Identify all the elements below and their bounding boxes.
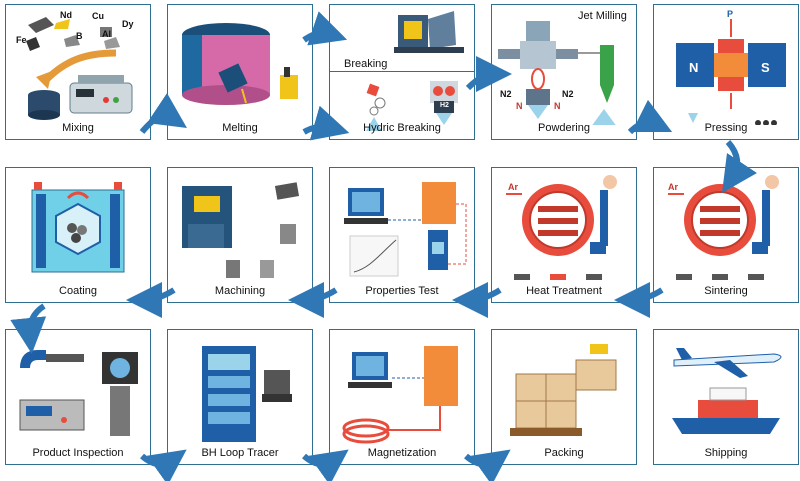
pour-arrow-icon: [43, 49, 117, 83]
element-fe: Fe: [16, 35, 27, 45]
airplane-icon: [673, 348, 782, 378]
argon-label: Ar: [508, 182, 519, 192]
step-label: Heat Treatment: [526, 285, 602, 297]
machining-illustration: [182, 182, 300, 278]
step-packing: Packing: [491, 329, 637, 465]
step-label: Melting: [222, 122, 258, 134]
element-al: Al: [102, 29, 111, 39]
step-shipping: Shipping: [653, 329, 799, 465]
step-label: BH Loop Tracer: [201, 447, 279, 459]
sintering-furnace-illustration: [668, 175, 779, 280]
breaking-illustration: [366, 11, 464, 131]
step-coating: Coating: [5, 167, 151, 303]
packing-boxes-illustration: [510, 344, 617, 436]
step-breaking: Breaking H2 Hydric Breaking: [329, 4, 475, 140]
element-cu: Cu: [92, 11, 104, 21]
step-sintering: Ar Sintering: [653, 167, 799, 303]
element-b: B: [76, 31, 83, 41]
n2-label-left: N2: [500, 89, 512, 99]
breaking-label: Breaking: [344, 58, 388, 70]
element-chunks-icon: [26, 17, 120, 51]
crucible-icon: [28, 90, 60, 120]
step-bh-loop-tracer: BH Loop Tracer: [167, 329, 313, 465]
n-label-left: N: [516, 101, 523, 111]
properties-test-illustration: [344, 182, 467, 277]
step-label: Machining: [214, 285, 266, 297]
step-label: Hydric Breaking: [363, 122, 441, 134]
step-label: Properties Test: [365, 285, 439, 297]
ship-icon: [672, 387, 780, 434]
mixing-illustration: [26, 17, 133, 120]
jet-mill-illustration: [498, 21, 616, 125]
step-label: Pressing: [704, 122, 748, 134]
pole-s: S: [761, 60, 770, 75]
step-powdering: Jet Milling N2 N2 N N Powdering: [491, 4, 637, 140]
step-label: Powdering: [538, 122, 590, 134]
step-product-inspection: Product Inspection: [5, 329, 151, 465]
step-label: Shipping: [704, 447, 748, 459]
divider: [330, 71, 474, 72]
melting-furnace-illustration: [182, 23, 298, 105]
step-label: Coating: [59, 285, 97, 297]
step-label: Packing: [544, 447, 584, 459]
inspection-tools-illustration: [19, 350, 138, 436]
step-label: Product Inspection: [32, 447, 124, 459]
coating-tank-illustration: [31, 182, 125, 273]
hydric-breaking-art: [366, 81, 458, 131]
element-dy: Dy: [122, 19, 134, 29]
element-nd: Nd: [60, 10, 72, 20]
step-machining: Machining: [167, 167, 313, 303]
shipping-illustration: [672, 348, 782, 434]
step-melting: Melting: [167, 4, 313, 140]
step-properties-test: Properties Test: [329, 167, 475, 303]
step-label: Sintering: [704, 285, 748, 297]
step-heat-treatment: Ar Heat Treatment: [491, 167, 637, 303]
step-mixing: Nd Cu Dy Fe B Al Mixing: [5, 4, 151, 140]
h2-label: H2: [440, 102, 449, 109]
heat-treatment-furnace-illustration: [506, 175, 617, 280]
step-magnetization: Magnetization: [329, 329, 475, 465]
argon-label: Ar: [668, 182, 679, 192]
step-pressing: N S P Pressing: [653, 4, 799, 140]
magnetizer-illustration: [342, 346, 458, 444]
step-label: Mixing: [62, 122, 94, 134]
scale-icon: [69, 75, 133, 114]
press-illustration: [676, 19, 786, 125]
jet-milling-label: Jet Milling: [578, 10, 627, 22]
n-label-right: N: [554, 101, 561, 111]
step-label: Magnetization: [367, 447, 437, 459]
pole-n: N: [689, 60, 699, 75]
bh-loop-tracer-illustration: [202, 346, 292, 442]
n2-label-right: N2: [562, 89, 574, 99]
pressure-label: P: [727, 9, 734, 19]
